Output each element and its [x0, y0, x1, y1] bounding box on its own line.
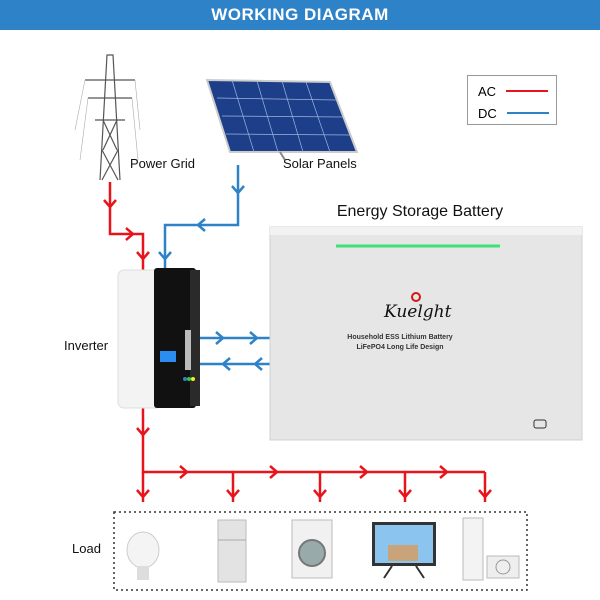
ac-lines: [103, 182, 492, 502]
inverter-icon: [117, 268, 200, 409]
page-title: WORKING DIAGRAM: [0, 0, 600, 30]
television-icon: [372, 522, 436, 579]
svg-text:Kuelght: Kuelght: [383, 302, 452, 322]
legend-item-dc: DC: [478, 105, 549, 121]
battery-title: Energy Storage Battery: [336, 203, 504, 220]
load-box: [113, 511, 528, 591]
inverter-label: Inverter: [64, 338, 109, 353]
legend-label: AC: [478, 83, 497, 99]
dc-line-swatch: [506, 112, 549, 114]
legend: AC DC: [467, 75, 557, 125]
air-conditioner-icon: [462, 517, 520, 581]
power-tower-icon: [74, 54, 141, 181]
solar-panels-label: Solar Panels: [283, 156, 357, 171]
refrigerator-icon: [217, 519, 247, 583]
load-label: Load: [72, 541, 101, 556]
ac-line-swatch: [506, 90, 549, 92]
battery-line-2: LiFePO4 Long Life Design: [356, 344, 444, 351]
bulb-icon: [126, 531, 160, 580]
legend-label: DC: [478, 105, 497, 121]
power-grid-label: Power Grid: [130, 156, 196, 171]
dc-lines: [158, 165, 270, 371]
battery-line-1: Household ESS Lithium Battery: [347, 334, 453, 341]
washing-machine-icon: [291, 519, 333, 579]
legend-item-ac: AC: [478, 83, 549, 99]
solar-panel-icon: [205, 78, 359, 161]
battery-icon: Kuelght: [269, 226, 583, 441]
